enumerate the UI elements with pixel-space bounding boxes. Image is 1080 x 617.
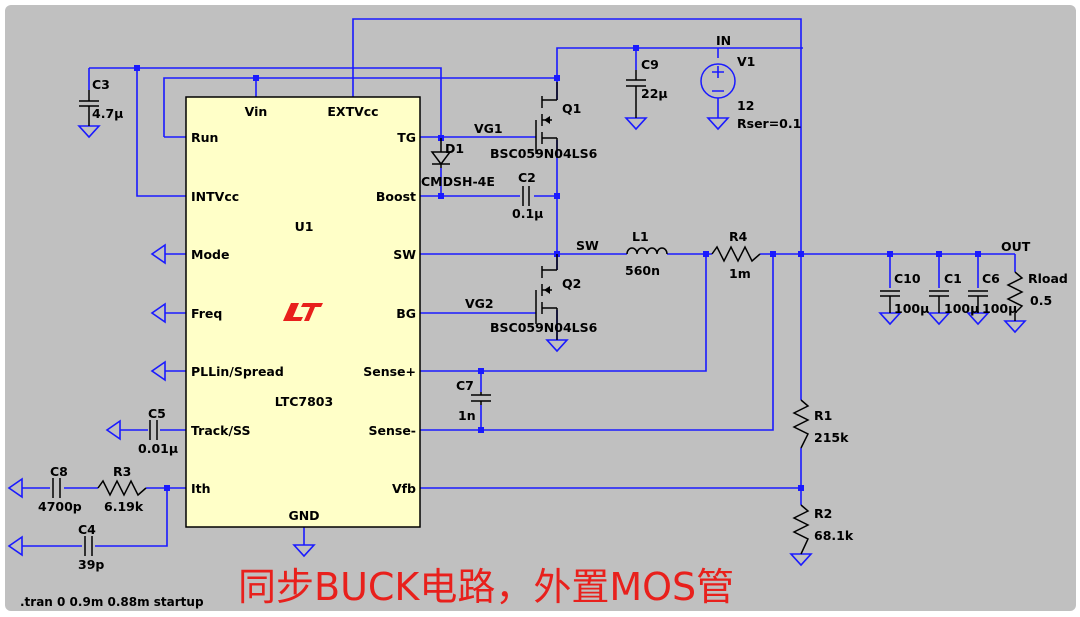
c10-ref: C10 xyxy=(894,271,921,286)
capacitor-c8[interactable]: C8 4700p xyxy=(38,464,82,514)
c6-ref: C6 xyxy=(982,271,1000,286)
pin-sense-plus: Sense+ xyxy=(363,364,416,379)
pin-freq: Freq xyxy=(191,306,222,321)
ic-ref: U1 xyxy=(295,219,314,234)
r4-value: 1m xyxy=(729,266,751,281)
c4-value: 39p xyxy=(78,557,104,572)
c9-ref: C9 xyxy=(641,57,659,72)
resistor-r2[interactable]: R2 68.1k xyxy=(792,504,854,555)
d1-ref: D1 xyxy=(445,141,464,156)
capacitor-c1[interactable]: C1 100µ xyxy=(929,271,979,316)
resistor-rload[interactable]: OUT Rload 0.5 xyxy=(1001,239,1068,321)
pin-ith: Ith xyxy=(191,481,211,496)
capacitor-c3[interactable]: C3 4.7µ xyxy=(79,77,123,126)
pin-sw: SW xyxy=(393,247,416,262)
ic-part: LTC7803 xyxy=(275,394,333,409)
net-vg1: VG1 xyxy=(474,121,503,136)
pin-sense-minus: Sense- xyxy=(369,423,417,438)
pin-run: Run xyxy=(191,130,218,145)
c5-ref: C5 xyxy=(148,406,166,421)
pin-boost: Boost xyxy=(376,189,416,204)
voltage-source-v1[interactable]: IN V1 12 Rser=0.1 xyxy=(700,33,801,131)
c7-value: 1n xyxy=(458,408,476,423)
pin-gnd: GND xyxy=(288,508,319,523)
r4-ref: R4 xyxy=(729,229,748,244)
pin-vin: Vin xyxy=(245,104,268,119)
pin-vfb: Vfb xyxy=(392,481,416,496)
c7-ref: C7 xyxy=(456,378,474,393)
resistor-r4[interactable]: R4 1m xyxy=(711,229,761,281)
l1-value: 560n xyxy=(625,263,660,278)
r1-value: 215k xyxy=(814,430,849,445)
pin-bg: BG xyxy=(396,306,416,321)
pin-extvcc: EXTVcc xyxy=(327,104,378,119)
v1-ref: V1 xyxy=(737,54,755,69)
v1-label: IN xyxy=(716,33,731,48)
out-label: OUT xyxy=(1001,239,1031,254)
r3-ref: R3 xyxy=(113,464,131,479)
diode-d1[interactable]: D1 CMDSH-4E xyxy=(421,138,495,189)
r3-value: 6.19k xyxy=(104,499,144,514)
c3-value: 4.7µ xyxy=(92,106,123,121)
capacitor-c2[interactable]: C2 0.1µ xyxy=(512,170,543,221)
net-vg2: VG2 xyxy=(465,296,494,311)
v1-rser: Rser=0.1 xyxy=(737,116,801,131)
mosfet-q2[interactable]: Q2 BSC059N04LS6 xyxy=(490,254,598,340)
r1-ref: R1 xyxy=(814,408,832,423)
q2-ref: Q2 xyxy=(562,276,581,291)
pin-mode: Mode xyxy=(191,247,229,262)
capacitor-c6[interactable]: C6 100µ xyxy=(968,271,1017,316)
c5-value: 0.01µ xyxy=(138,441,178,456)
lt-logo-icon xyxy=(283,303,323,321)
capacitor-c10[interactable]: C10 100µ xyxy=(880,271,929,316)
schematic-title: 同步BUCK电路，外置MOS管 xyxy=(238,565,734,609)
l1-ref: L1 xyxy=(632,229,649,244)
pin-intvcc: INTVcc xyxy=(191,189,239,204)
c10-value: 100µ xyxy=(894,301,929,316)
capacitor-c7[interactable]: C7 1n xyxy=(456,378,491,423)
c1-value: 100µ xyxy=(944,301,979,316)
c1-ref: C1 xyxy=(944,271,962,286)
pin-track-ss: Track/SS xyxy=(191,423,251,438)
pin-tg: TG xyxy=(397,130,416,145)
rload-value: 0.5 xyxy=(1030,293,1052,308)
c6-value: 100µ xyxy=(982,301,1017,316)
q2-model: BSC059N04LS6 xyxy=(490,320,598,335)
q1-ref: Q1 xyxy=(562,101,581,116)
rload-ref: Rload xyxy=(1028,271,1068,286)
inductor-l1[interactable]: L1 560n xyxy=(625,229,668,278)
c3-ref: C3 xyxy=(92,77,110,92)
resistor-r3[interactable]: R3 6.19k xyxy=(97,464,147,514)
mosfet-q1[interactable]: Q1 BSC059N04LS6 xyxy=(490,82,598,161)
spice-directive[interactable]: .tran 0 0.9m 0.88m startup xyxy=(20,595,204,609)
c2-value: 0.1µ xyxy=(512,206,543,221)
net-sw: SW xyxy=(576,238,599,253)
r2-ref: R2 xyxy=(814,506,832,521)
c8-value: 4700p xyxy=(38,499,82,514)
capacitor-c4[interactable]: C4 39p xyxy=(78,522,104,572)
c8-ref: C8 xyxy=(50,464,68,479)
pin-pllin: PLLin/Spread xyxy=(191,364,284,379)
d1-model: CMDSH-4E xyxy=(421,174,495,189)
capacitor-c5[interactable]: C5 0.01µ xyxy=(138,406,178,456)
ic-u1[interactable]: Run INTVcc Mode Freq PLLin/Spread Track/… xyxy=(185,96,421,528)
r2-value: 68.1k xyxy=(814,528,854,543)
capacitor-c9[interactable]: C9 22µ xyxy=(626,57,668,118)
resistor-r1[interactable]: R1 215k xyxy=(792,399,849,449)
c9-value: 22µ xyxy=(641,86,668,101)
c4-ref: C4 xyxy=(78,522,96,537)
v1-value: 12 xyxy=(737,98,754,113)
q1-model: BSC059N04LS6 xyxy=(490,146,598,161)
c2-ref: C2 xyxy=(518,170,536,185)
